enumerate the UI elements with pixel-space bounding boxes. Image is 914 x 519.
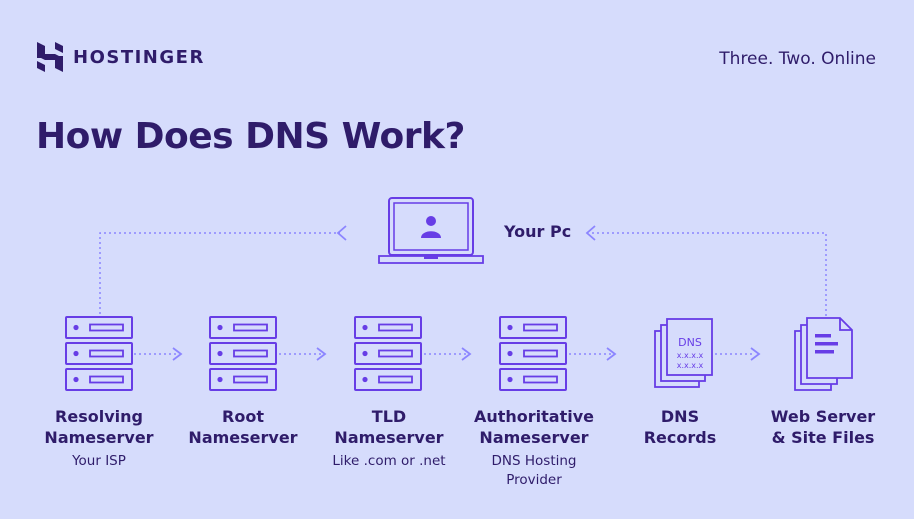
node-resolving-nameserver: Resolving Nameserver Your ISP: [24, 406, 174, 471]
dns-records-icon: DNS x.x.x.x x.x.x.x: [654, 318, 713, 388]
user-icon: [421, 216, 441, 238]
server-icon-resolving: [65, 316, 133, 391]
server-icon-root: [209, 316, 277, 391]
server-icon-authoritative: [499, 316, 567, 391]
node-title-line1: Authoritative: [473, 407, 595, 426]
laptop-icon: [378, 197, 484, 264]
node-authoritative-nameserver: Authoritative Nameserver DNS Hosting Pro…: [459, 406, 609, 490]
node-title-line2: & Site Files: [771, 428, 875, 447]
node-subtitle-line2: Provider: [506, 472, 562, 488]
node-title-line2: Records: [643, 428, 717, 447]
node-subtitle: DNS Hosting: [491, 453, 577, 469]
node-subtitle: Your ISP: [72, 453, 126, 469]
node-title-line2: Nameserver: [44, 428, 154, 447]
node-title-line1: DNS: [660, 407, 700, 426]
server-icon-tld: [354, 316, 422, 391]
return-arrow-left: [337, 225, 347, 241]
return-path-right: [592, 232, 827, 316]
node-title-line1: Root: [222, 407, 264, 426]
node-title-line2: Nameserver: [334, 428, 444, 447]
node-title-line1: TLD: [371, 407, 407, 426]
node-subtitle: Like .com or .net: [332, 453, 446, 469]
brand-name: HOSTINGER: [73, 46, 205, 68]
dns-doc-line2: x.x.x.x: [677, 361, 704, 370]
node-title-line2: Nameserver: [188, 428, 298, 447]
node-root-nameserver: Root Nameserver: [168, 406, 318, 448]
node-title-line1: Resolving: [55, 407, 143, 426]
connectors: [134, 347, 760, 361]
node-dns-records: DNS Records: [605, 406, 755, 448]
node-title-line1: Web Server: [770, 407, 876, 426]
hostinger-logo-icon: [37, 42, 63, 72]
return-path-left: [99, 232, 340, 314]
page-title: How Does DNS Work?: [36, 116, 465, 157]
dns-doc-line1: x.x.x.x: [677, 351, 704, 360]
tagline: Three. Two. Online: [719, 49, 876, 69]
node-tld-nameserver: TLD Nameserver Like .com or .net: [314, 406, 464, 471]
hostinger-logo: HOSTINGER: [37, 42, 205, 72]
files-icon: [794, 317, 853, 391]
your-pc-label: Your Pc: [504, 222, 572, 241]
node-title-line2: Nameserver: [479, 428, 589, 447]
node-web-server: Web Server & Site Files: [748, 406, 898, 448]
dns-doc-heading: DNS: [678, 336, 702, 349]
